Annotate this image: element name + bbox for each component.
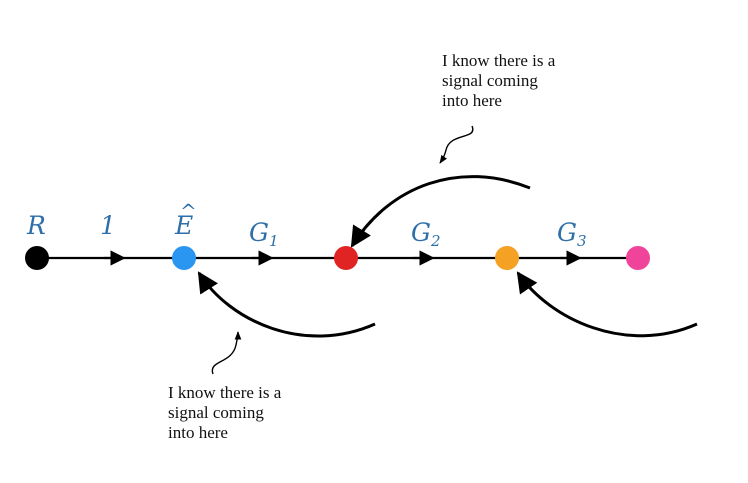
gain-label-1: 1: [100, 211, 116, 240]
annotation-top: I know there is a signal coming into her…: [442, 51, 556, 110]
gain-g1-main: G: [249, 218, 269, 247]
incoming-arc-top: [350, 175, 531, 248]
node-label-r: R: [26, 211, 46, 240]
node-3: [495, 246, 519, 270]
annotation-bottom: I know there is a signal coming into her…: [168, 383, 282, 442]
node-label-e-hat: E: [174, 211, 193, 240]
incoming-arc-lower-right: [516, 271, 698, 338]
incoming-arc-lower-left: [197, 271, 376, 338]
annotation-top-line-1: I know there is a: [442, 51, 556, 70]
annotation-top-line-2: signal coming: [442, 71, 538, 90]
gain-g3-sub: 3: [577, 232, 587, 250]
gain-g2-main: G: [411, 218, 431, 247]
annotation-top-line-3: into here: [442, 91, 502, 110]
gain-g1-sub: 1: [269, 232, 279, 250]
gain-label-g3: G3: [557, 218, 587, 250]
gain-g2-sub: 2: [430, 232, 441, 250]
annotation-bottom-line-2: signal coming: [168, 403, 264, 422]
gain-label-g2: G2: [411, 218, 441, 250]
annotation-bottom-line-3: into here: [168, 423, 228, 442]
gain-g3-main: G: [557, 218, 577, 247]
callout-arrow-bottom: [211, 331, 242, 375]
node-e-hat: [172, 246, 196, 270]
callout-arrow-top: [439, 125, 474, 164]
node-r: [25, 246, 49, 270]
hat-accent: ^: [180, 199, 197, 223]
annotation-bottom-line-1: I know there is a: [168, 383, 282, 402]
node-2: [334, 246, 358, 270]
node-4: [626, 246, 650, 270]
gain-label-g1: G1: [249, 218, 279, 250]
